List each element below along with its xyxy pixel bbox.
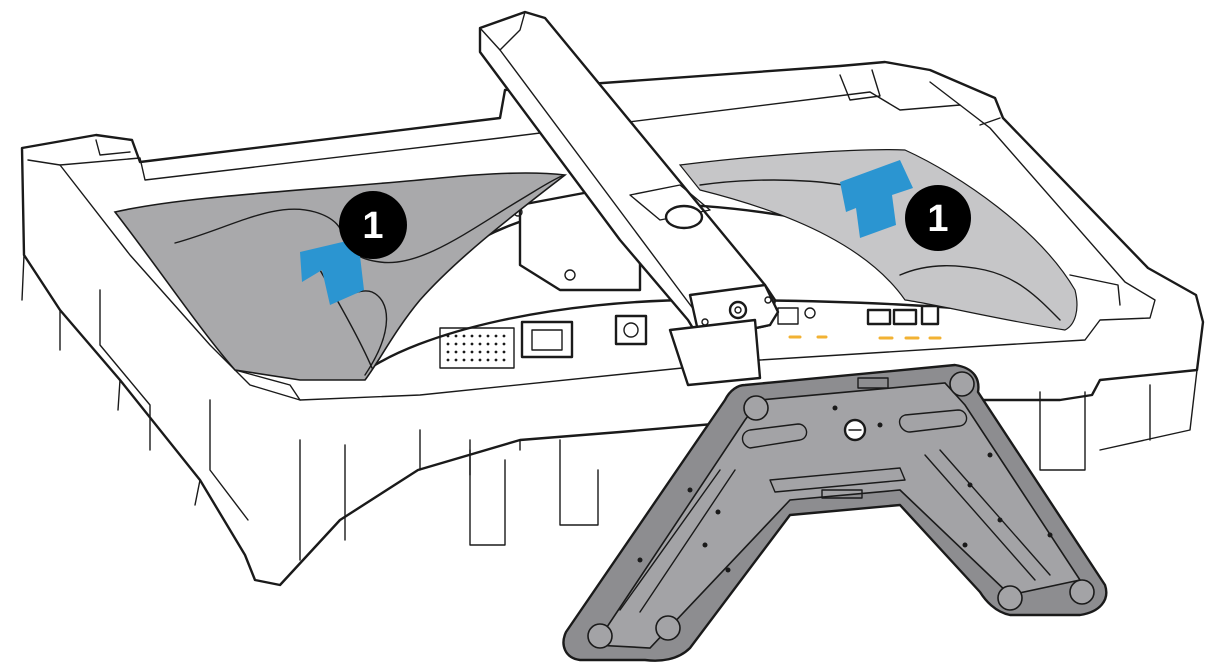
lift-arrow-icon	[300, 236, 368, 305]
stand-arm	[478, 10, 780, 387]
protective-film-right	[678, 149, 1078, 331]
power-socket	[520, 320, 574, 359]
step-badge: 1	[339, 191, 407, 259]
arm-hole	[664, 204, 704, 230]
stand-base	[562, 363, 1108, 662]
vent-dots	[446, 334, 506, 362]
port-panel	[777, 304, 942, 340]
lift-arrow-icon	[840, 160, 913, 238]
lock-slot	[614, 314, 648, 346]
step-badge-label: 1	[927, 198, 948, 240]
step-badge-label: 1	[362, 205, 383, 247]
step-badge: 1	[905, 185, 971, 251]
vent-grille	[439, 327, 515, 369]
